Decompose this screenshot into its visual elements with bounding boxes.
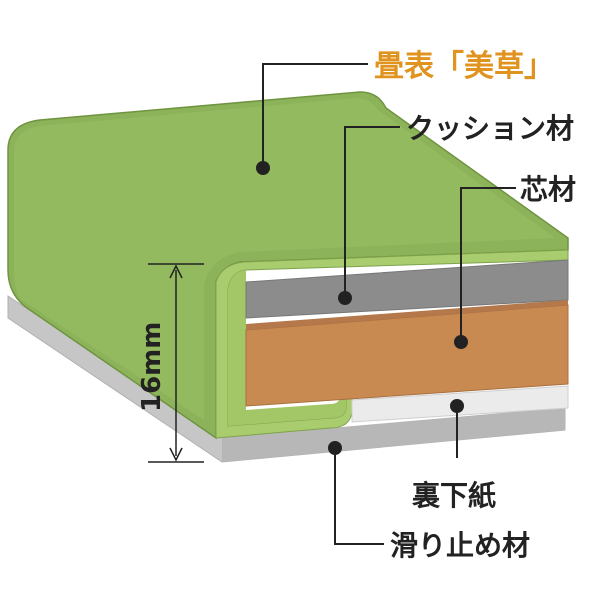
dot-anti-slip (328, 441, 342, 455)
label-anti-slip: 滑り止め材 (390, 529, 530, 562)
leader-core (460, 187, 516, 342)
dot-cushion (338, 291, 352, 305)
tatami-front-green-band (228, 270, 346, 426)
label-cushion: クッション材 (406, 112, 574, 145)
label-tatami-surface: 畳表「美草」 (374, 49, 554, 84)
label-core: 芯材 (520, 173, 576, 206)
dot-tatami-surface (256, 161, 270, 175)
tatami-surface-top-highlight (14, 98, 555, 420)
leader-cushion (344, 126, 400, 298)
leader-dots (256, 161, 468, 455)
leader-tatami-surface (262, 63, 368, 168)
dot-core (454, 335, 468, 349)
label-thickness: 16mm (137, 322, 167, 412)
label-backing-paper: 裏下紙 (412, 479, 496, 512)
leader-anti-slip (334, 448, 384, 545)
anti-slip-layer-front (222, 408, 565, 462)
leader-lines (262, 63, 516, 545)
core-layer-top-edge (246, 300, 568, 330)
thickness-dimension (148, 263, 204, 463)
dot-backing-paper (450, 399, 464, 413)
